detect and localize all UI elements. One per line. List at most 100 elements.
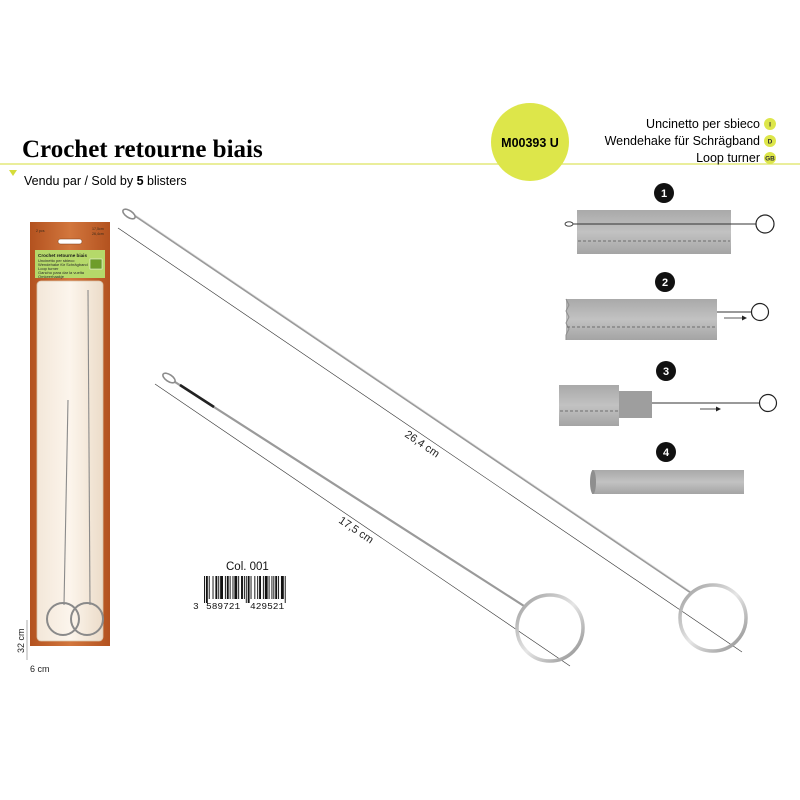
long-tool-ring (678, 583, 748, 653)
barcode-bar (243, 576, 245, 599)
package-tool-ring-left (46, 602, 80, 636)
hook-eye-icon (564, 221, 574, 227)
package-label-line-1: Uncinetto per sbieco (38, 258, 75, 263)
package-blister (36, 280, 104, 642)
barcode-bar (254, 576, 256, 599)
short-tool-hook-eye (162, 372, 176, 384)
long-tool-length-label: 26,4 cm (402, 429, 441, 461)
long-tool-shaft-highlight (133, 213, 691, 592)
package-size-1: 17,5cm (92, 227, 104, 231)
fabric-tube-inner (619, 391, 652, 418)
language-name-de: Wendehake für Schrägband (605, 134, 760, 148)
long-tool-hook-eye (122, 208, 136, 220)
step-badge (656, 442, 676, 462)
step-badge (654, 183, 674, 203)
barcode-bar (262, 576, 264, 599)
barcode-bar (215, 576, 218, 599)
collection-number: Col. 001 (226, 561, 269, 573)
barcode-bar (245, 576, 247, 603)
long-tool-shaft (133, 214, 691, 593)
barcode-bar (238, 576, 240, 599)
package-label-line-3: Loop turner (38, 266, 59, 271)
step-2: 2 (565, 272, 770, 340)
barcode-bar (212, 576, 214, 599)
finished-tube (592, 470, 744, 494)
step-number: 2 (662, 277, 668, 289)
language-badge-de (764, 135, 776, 147)
barcode-bar (284, 576, 286, 603)
barcode-bar (234, 576, 238, 599)
barcode-bars (204, 576, 286, 603)
short-tool-length-label: 17,5 cm (336, 515, 375, 547)
finished-tube-end (590, 470, 596, 494)
barcode-bar (259, 576, 261, 599)
barcode-bar (257, 576, 259, 599)
barcode-bar (247, 576, 250, 603)
package-label-title: Crochet retourne biais (38, 253, 87, 258)
barcode-bar (268, 576, 270, 599)
language-badge-it (764, 118, 776, 130)
barcode-bar (220, 576, 223, 599)
package-label-line-4: Gancho para dar la vuelta (38, 270, 85, 275)
fabric-tube-folded (559, 385, 619, 426)
fabric-tube (577, 210, 731, 254)
barcode-bar (208, 576, 210, 599)
barcode-bar (264, 576, 268, 599)
barcode-bar (271, 576, 273, 599)
barcode-digit-first: 3 (193, 601, 199, 612)
package-tools (46, 289, 104, 636)
barcode-bar (280, 576, 284, 599)
language-code-gb: GB (765, 156, 775, 163)
step-4: 4 (590, 442, 744, 494)
short-tool-ring (515, 593, 585, 663)
short-tool-measure-line (154, 383, 571, 667)
barcode-group-right: 429521 (250, 601, 285, 612)
barcode-bar (278, 576, 280, 599)
package-width-label: 6 cm (30, 664, 50, 674)
step-1: 1 (564, 183, 775, 254)
package-height-label: 32 cm (16, 628, 26, 653)
sold-by-text: Vendu par / Sold by 5 blisters (24, 174, 187, 188)
step-3: 3 (559, 361, 778, 426)
step-number: 1 (661, 188, 667, 200)
package-label-line-5: Omkeerhaakje (38, 274, 65, 279)
step-number: 4 (663, 447, 670, 459)
loop-ring-icon (750, 302, 770, 322)
reference-badge (491, 103, 569, 181)
reference-code: M00393 U (501, 136, 559, 150)
direction-arrow-head (742, 315, 747, 321)
barcode-bar (224, 576, 226, 599)
step-badge (656, 361, 676, 381)
language-code-de: D (768, 139, 773, 146)
brand-logo (89, 258, 103, 270)
loop-ring-icon (758, 393, 778, 413)
barcode-bar (275, 576, 278, 599)
short-tool-shaft (174, 381, 525, 607)
barcode-bar (204, 576, 205, 603)
barcode-bar (232, 576, 234, 599)
package-hang-hole (57, 238, 83, 245)
barcode-bar (250, 576, 252, 599)
barcode-bar (273, 576, 275, 599)
short-loop-turner (154, 372, 585, 667)
language-list: Uncinetto per sbieco I Wendehake für Sch… (605, 117, 776, 165)
header-rule-marker (9, 170, 17, 176)
language-code-it: I (769, 122, 771, 129)
package-label-line-2: Wendehake für Schrägband (38, 262, 88, 267)
step-number: 3 (663, 366, 669, 378)
package-tool-shaft-long (87, 289, 91, 606)
product-package: 2 pcs 17,5cm 26,4cm Crochet retourne bia… (30, 222, 110, 646)
direction-arrow-head (716, 406, 721, 412)
long-tool-measure-line (117, 227, 743, 653)
package-count: 2 pcs (36, 229, 45, 233)
language-name-it: Uncinetto per sbieco (646, 117, 760, 131)
fabric-gathered-end (565, 298, 570, 340)
package-tool-ring-right (70, 602, 104, 636)
barcode-group-left: 589721 (206, 601, 241, 612)
barcode-bar (229, 576, 231, 599)
page-title: Crochet retourne biais (22, 136, 263, 163)
barcode-bar (226, 576, 229, 599)
language-badge-gb (764, 152, 776, 164)
barcode-bar (218, 576, 220, 599)
short-tool-neck (179, 383, 215, 409)
